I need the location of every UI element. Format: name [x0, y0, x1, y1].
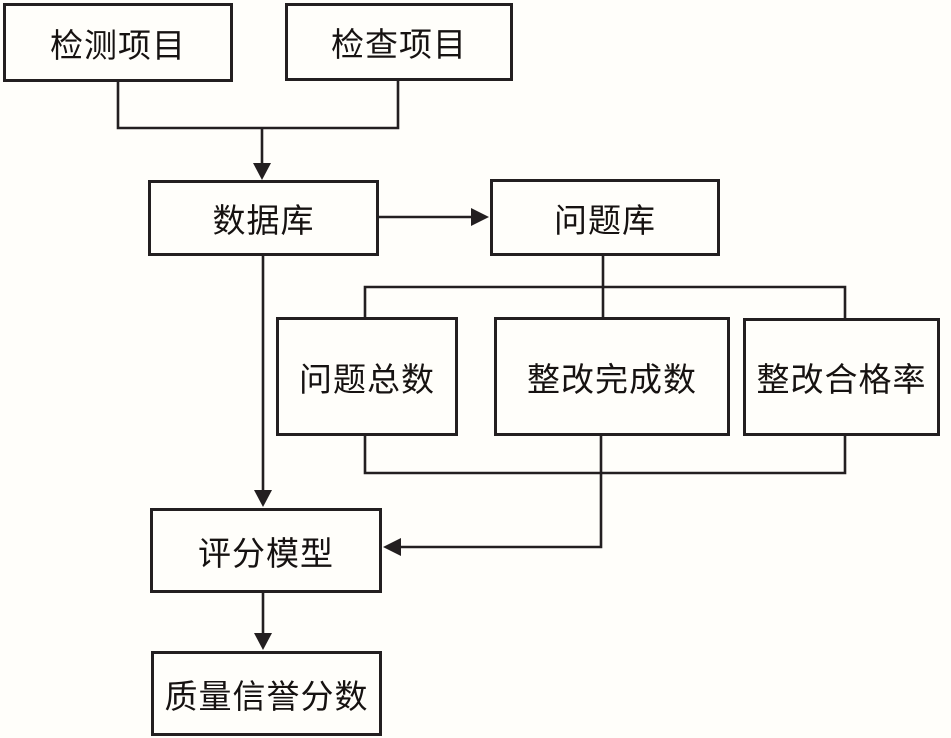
edge-detect-inspect-merge: [116, 80, 400, 130]
arrowhead-into-problemdb: [471, 208, 489, 226]
node-rectify-passrate: 整改合格率: [743, 318, 940, 436]
node-inspect-items: 检查项目: [285, 3, 513, 81]
node-detect-items: 检测项目: [3, 3, 233, 82]
edge-branch-collect: [363, 435, 847, 475]
arrowhead-into-model-top: [254, 490, 272, 507]
node-problem-library: 问题库: [490, 179, 720, 256]
arrowhead-into-database: [253, 163, 271, 180]
edge-branch-distribution: [363, 285, 847, 318]
node-database: 数据库: [148, 180, 379, 256]
node-quality-score: 质量信誉分数: [151, 651, 382, 736]
node-scoring-model: 评分模型: [150, 508, 382, 593]
arrowhead-into-score: [254, 633, 272, 650]
node-problem-total: 问题总数: [276, 317, 458, 436]
arrowhead-into-model-side: [383, 538, 401, 556]
edge-collect-to-model: [400, 435, 603, 549]
node-rectify-completed: 整改完成数: [494, 317, 730, 436]
